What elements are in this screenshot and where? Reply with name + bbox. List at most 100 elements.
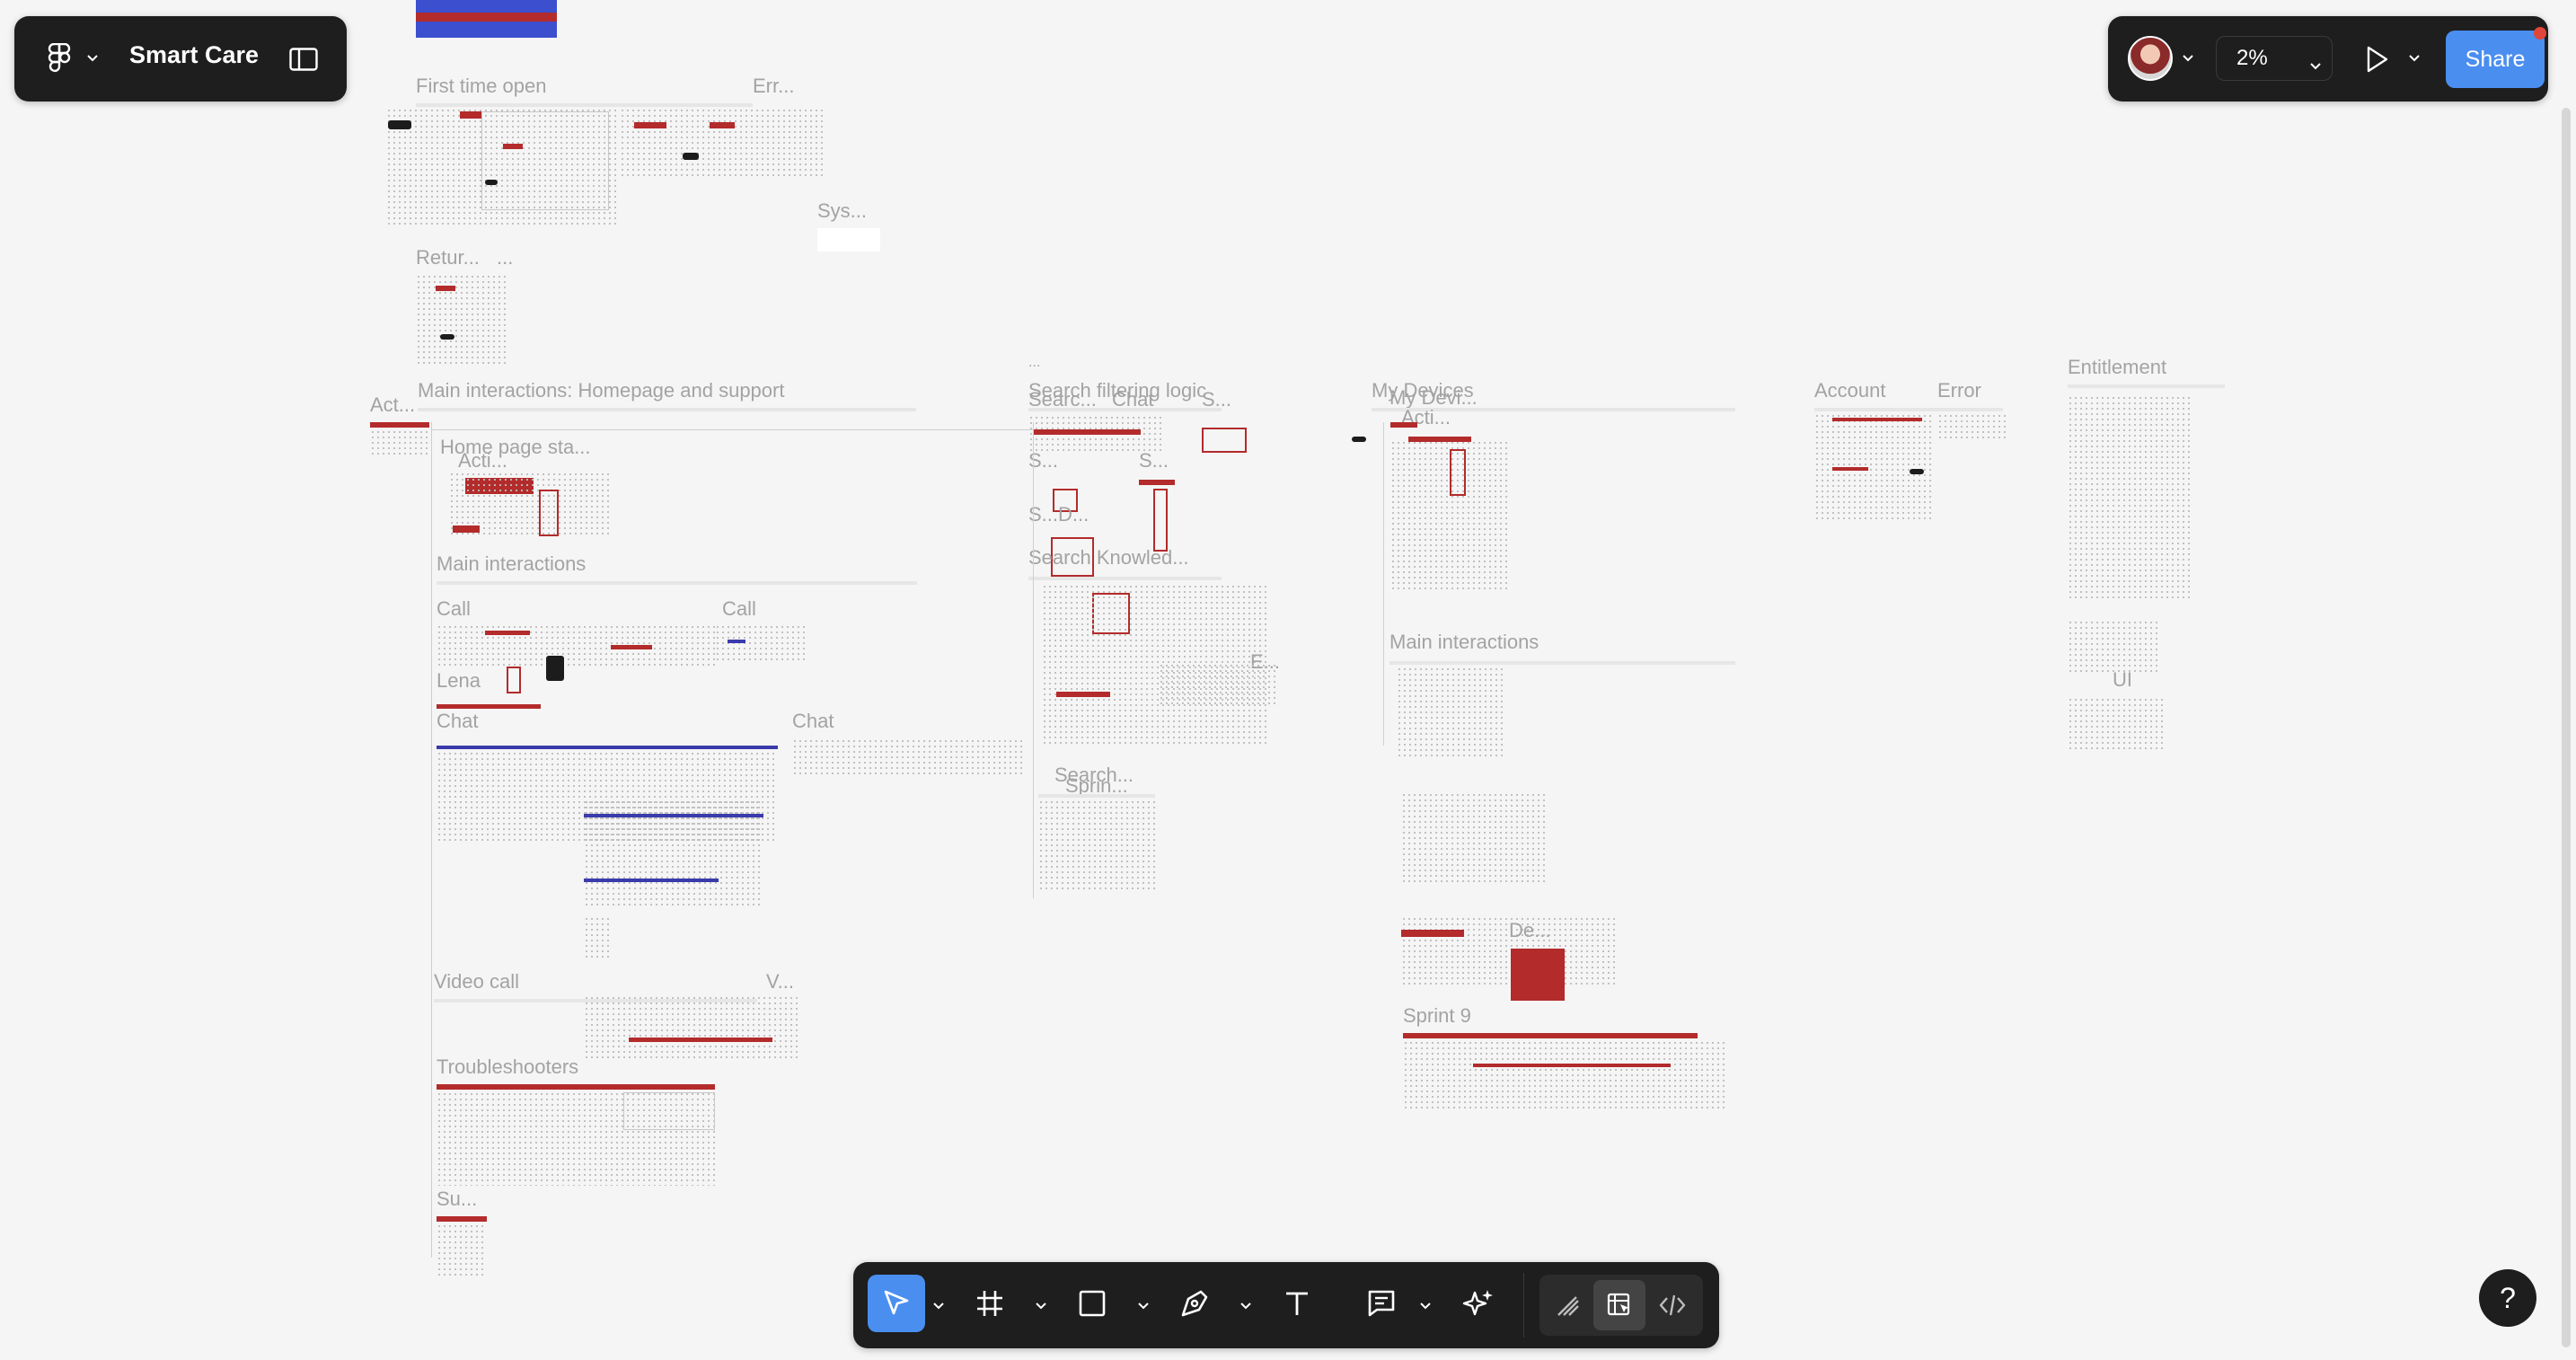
move-tool-icon[interactable] bbox=[877, 1284, 916, 1323]
section-label[interactable]: V... bbox=[766, 970, 794, 993]
section-label[interactable]: Call bbox=[437, 597, 471, 620]
screen-thumb bbox=[710, 122, 735, 128]
section-label[interactable]: Search... bbox=[1054, 764, 1134, 786]
share-button[interactable]: Share bbox=[2446, 31, 2545, 88]
chevron-down-icon[interactable] bbox=[2408, 52, 2421, 65]
chevron-down-icon[interactable] bbox=[1419, 1300, 1432, 1312]
section-divider bbox=[2068, 384, 2225, 388]
sidebar-toggle-icon[interactable] bbox=[286, 43, 322, 75]
flow-sketch bbox=[1937, 413, 2009, 440]
avatar[interactable] bbox=[2128, 36, 2173, 81]
flow-sketch bbox=[1038, 799, 1155, 893]
section-label[interactable]: Sys... bbox=[817, 199, 868, 222]
section-label[interactable]: Err... bbox=[753, 75, 795, 97]
flow-sketch bbox=[1403, 1040, 1726, 1112]
section-label[interactable]: ... bbox=[1028, 355, 1041, 370]
screen-thumb bbox=[1403, 1033, 1698, 1038]
section-label[interactable]: UI bbox=[2113, 668, 2132, 691]
screen-thumb bbox=[1202, 428, 1247, 453]
section-label[interactable]: Sprint 9 bbox=[1403, 1004, 1471, 1027]
section-label[interactable]: Retur... bbox=[416, 246, 480, 269]
active-mode-highlight bbox=[1593, 1280, 1645, 1330]
screen-thumb bbox=[1408, 437, 1471, 442]
screen-thumb bbox=[611, 645, 652, 649]
section-label[interactable]: Chat bbox=[1112, 388, 1154, 411]
section-label[interactable]: My Devices bbox=[1372, 379, 1474, 402]
section-label[interactable]: Call bbox=[722, 597, 756, 620]
section-label[interactable]: Lena bbox=[437, 669, 481, 692]
screen-thumb bbox=[1053, 489, 1078, 512]
file-name[interactable]: Smart Care bbox=[129, 41, 260, 68]
pen-tool-icon[interactable] bbox=[1175, 1284, 1214, 1323]
section-divider bbox=[1814, 408, 2003, 411]
chevron-down-icon[interactable] bbox=[932, 1300, 945, 1312]
chevron-down-icon[interactable] bbox=[2182, 52, 2194, 65]
play-icon[interactable] bbox=[2360, 41, 2395, 77]
chevron-down-icon[interactable] bbox=[1239, 1300, 1252, 1312]
frame-tool-icon[interactable] bbox=[970, 1284, 1010, 1323]
zoom-dropdown[interactable]: 2% bbox=[2216, 36, 2333, 81]
figma-menu-icon[interactable] bbox=[41, 41, 77, 77]
chevron-down-icon[interactable] bbox=[1035, 1300, 1047, 1312]
screen-thumb bbox=[539, 490, 559, 536]
draw-mode-icon[interactable] bbox=[1548, 1285, 1588, 1325]
actions-ai-icon[interactable] bbox=[1459, 1284, 1498, 1323]
section-label[interactable]: S... bbox=[1139, 449, 1169, 472]
section-label[interactable]: Home page sta... bbox=[440, 436, 591, 458]
section-label[interactable]: Search Knowled... bbox=[1028, 546, 1189, 569]
chevron-down-icon[interactable] bbox=[1137, 1300, 1150, 1312]
share-panel: 2% Share bbox=[2108, 16, 2548, 102]
section-label[interactable]: Main interactions bbox=[1389, 631, 1539, 653]
screen-thumb bbox=[388, 120, 411, 129]
section-label[interactable]: Error bbox=[1937, 379, 1981, 402]
flow-connector bbox=[431, 429, 1033, 430]
mode-switcher bbox=[1539, 1275, 1703, 1336]
section-label[interactable]: ... bbox=[497, 246, 514, 269]
screen-thumb bbox=[453, 525, 480, 533]
section-label[interactable]: S... bbox=[1202, 388, 1232, 411]
section-label[interactable]: Su... bbox=[437, 1188, 478, 1210]
section-label[interactable]: Sprin... bbox=[1065, 774, 1128, 797]
section-label[interactable]: De... bbox=[1509, 919, 1551, 941]
section-label[interactable]: Searc... bbox=[1028, 388, 1097, 411]
rectangle-tool-icon[interactable] bbox=[1072, 1284, 1112, 1323]
section-label[interactable]: Chat bbox=[437, 710, 479, 732]
section-label[interactable]: Chat bbox=[792, 710, 834, 732]
section-label[interactable]: Act... bbox=[370, 393, 416, 416]
flow-sketch bbox=[386, 108, 620, 225]
section-label[interactable]: My Devi... bbox=[1389, 386, 1478, 409]
section-label[interactable]: Main interactions bbox=[437, 552, 587, 575]
screen-thumb bbox=[437, 1216, 487, 1222]
screen-thumb bbox=[1910, 469, 1924, 474]
vertical-scrollbar[interactable] bbox=[2562, 108, 2571, 1347]
design-mode-icon[interactable] bbox=[1600, 1285, 1639, 1325]
section-label[interactable]: Video call bbox=[434, 970, 519, 993]
screen-thumb bbox=[1390, 422, 1417, 428]
screen-thumb bbox=[1473, 1064, 1671, 1067]
section-label[interactable]: Main interactions: Homepage and support bbox=[418, 379, 785, 402]
chevron-down-icon[interactable] bbox=[86, 52, 99, 65]
section-label[interactable]: Troubleshooters bbox=[437, 1055, 579, 1078]
section-label[interactable]: Search filtering logic bbox=[1028, 379, 1207, 402]
screen-thumb bbox=[370, 422, 429, 428]
flow-sketch bbox=[370, 429, 429, 456]
section-label[interactable]: Account bbox=[1814, 379, 1886, 402]
comment-tool-icon[interactable] bbox=[1362, 1284, 1401, 1323]
section-label[interactable]: S...D... bbox=[1028, 503, 1090, 525]
flow-frame bbox=[623, 1092, 715, 1130]
screen-thumb bbox=[629, 1038, 772, 1042]
screen-thumb bbox=[460, 111, 481, 119]
section-label[interactable]: First time open bbox=[416, 75, 547, 97]
flow-sketch bbox=[620, 108, 826, 180]
flow-sketch bbox=[584, 916, 611, 961]
dev-mode-icon[interactable] bbox=[1653, 1285, 1692, 1325]
section-label[interactable]: Acti... bbox=[458, 449, 508, 472]
text-tool-icon[interactable] bbox=[1277, 1284, 1317, 1323]
screen-thumb bbox=[1352, 437, 1366, 442]
flow-sketch bbox=[1401, 792, 1545, 882]
flow-connector bbox=[1383, 422, 1384, 746]
screen-thumb bbox=[507, 667, 521, 693]
section-label[interactable]: Entitlement bbox=[2068, 356, 2167, 378]
help-button[interactable]: ? bbox=[2479, 1269, 2536, 1327]
